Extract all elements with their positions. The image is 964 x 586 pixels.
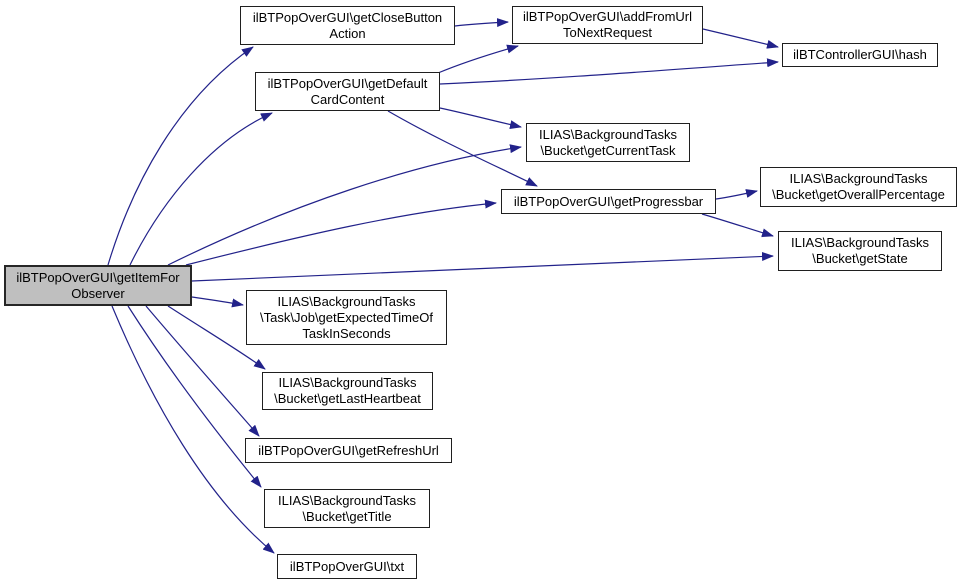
edge-getDefaultCardContent-to-hash [439, 58, 779, 85]
node-getLastHeartbeat[interactable]: ILIAS\BackgroundTasks\Bucket\getLastHear… [262, 372, 433, 410]
edge-getItemForObserver-to-getState [191, 251, 774, 282]
node-label-line: ilBTPopOverGUI\txt [289, 558, 405, 574]
node-getExpectedTimeOfTaskInSeconds[interactable]: ILIAS\BackgroundTasks\Task\Job\getExpect… [246, 290, 447, 345]
node-label-line: CardContent [310, 91, 385, 107]
node-getTitle[interactable]: ILIAS\BackgroundTasks\Bucket\getTitle [264, 489, 430, 528]
node-label-line: \Bucket\getCurrentTask [540, 142, 676, 158]
edge-getItemForObserver-to-getProgressbar [185, 199, 497, 266]
node-label-line: ilBTPopOverGUI\addFromUrl [522, 9, 693, 24]
node-label-line: ILIAS\BackgroundTasks [277, 492, 417, 508]
node-label-line: ilBTControllerGUI\hash [793, 47, 927, 62]
node-label-line: ILIAS\BackgroundTasks [538, 126, 678, 142]
edge-getProgressbar-to-getOverallPercentage [715, 189, 758, 200]
node-hash[interactable]: ilBTControllerGUI\hash [782, 43, 938, 67]
node-label-line: \Bucket\getLastHeartbeat [274, 391, 421, 406]
node-getProgressbar[interactable]: ilBTPopOverGUI\getProgressbar [501, 189, 716, 214]
edge-getItemForObserver-to-getTitle [127, 305, 262, 488]
node-label-line: \Bucket\getOverallPercentage [772, 187, 945, 202]
node-getState[interactable]: ILIAS\BackgroundTasks\Bucket\getState [778, 231, 942, 271]
edge-getItemForObserver-to-getRefreshUrl [145, 305, 260, 437]
node-label-line: \Bucket\getTitle [302, 508, 392, 524]
edge-getItemForObserver-to-getDefaultCardContent [129, 112, 273, 266]
node-label-line: ilBTPopOverGUI\getProgressbar [513, 193, 704, 209]
edge-addFromUrlToNextRequest-to-hash [702, 28, 779, 49]
node-label-line: ToNextRequest [563, 25, 652, 40]
edge-getProgressbar-to-getState [701, 213, 774, 238]
node-label-line: ilBTPopOverGUI\getRefreshUrl [258, 442, 439, 458]
node-label-line: ILIAS\BackgroundTasks [789, 171, 928, 186]
node-label-line: ilBTPopOverGUI\getCloseButton [252, 9, 443, 25]
node-label-line: Action [329, 25, 366, 41]
node-getOverallPercentage[interactable]: ILIAS\BackgroundTasks\Bucket\getOverallP… [760, 167, 957, 207]
edge-getCloseButtonAction-to-addFromUrlToNextRequest [454, 18, 509, 28]
node-label-line: TaskInSeconds [302, 325, 391, 341]
node-label-line: ILIAS\BackgroundTasks [278, 375, 417, 390]
edge-getItemForObserver-to-getExpectedTimeOfTaskInSeconds [191, 296, 244, 308]
edge-getDefaultCardContent-to-addFromUrlToNextRequest [437, 44, 519, 74]
node-label-line: \Bucket\getState [812, 251, 908, 266]
edges-group [107, 18, 779, 554]
edge-getDefaultCardContent-to-getCurrentTask [439, 107, 522, 130]
node-getRefreshUrl[interactable]: ilBTPopOverGUI\getRefreshUrl [245, 438, 452, 463]
node-label-line: ILIAS\BackgroundTasks [790, 235, 930, 250]
edge-getDefaultCardContent-to-getProgressbar [387, 110, 538, 187]
node-label-line: ilBTPopOverGUI\getDefault [267, 75, 428, 91]
edge-getItemForObserver-to-getCurrentTask [167, 144, 522, 266]
node-label-line: ilBTPopOverGUI\getItemFor [16, 269, 180, 285]
node-label-line: ILIAS\BackgroundTasks [277, 293, 416, 309]
node-label-line: Observer [71, 285, 125, 301]
node-txt[interactable]: ilBTPopOverGUI\txt [277, 554, 417, 579]
edge-getItemForObserver-to-getCloseButtonAction [107, 46, 254, 266]
node-label-line: \Task\Job\getExpectedTimeOf [260, 309, 433, 325]
node-getCurrentTask[interactable]: ILIAS\BackgroundTasks\Bucket\getCurrentT… [526, 123, 690, 162]
